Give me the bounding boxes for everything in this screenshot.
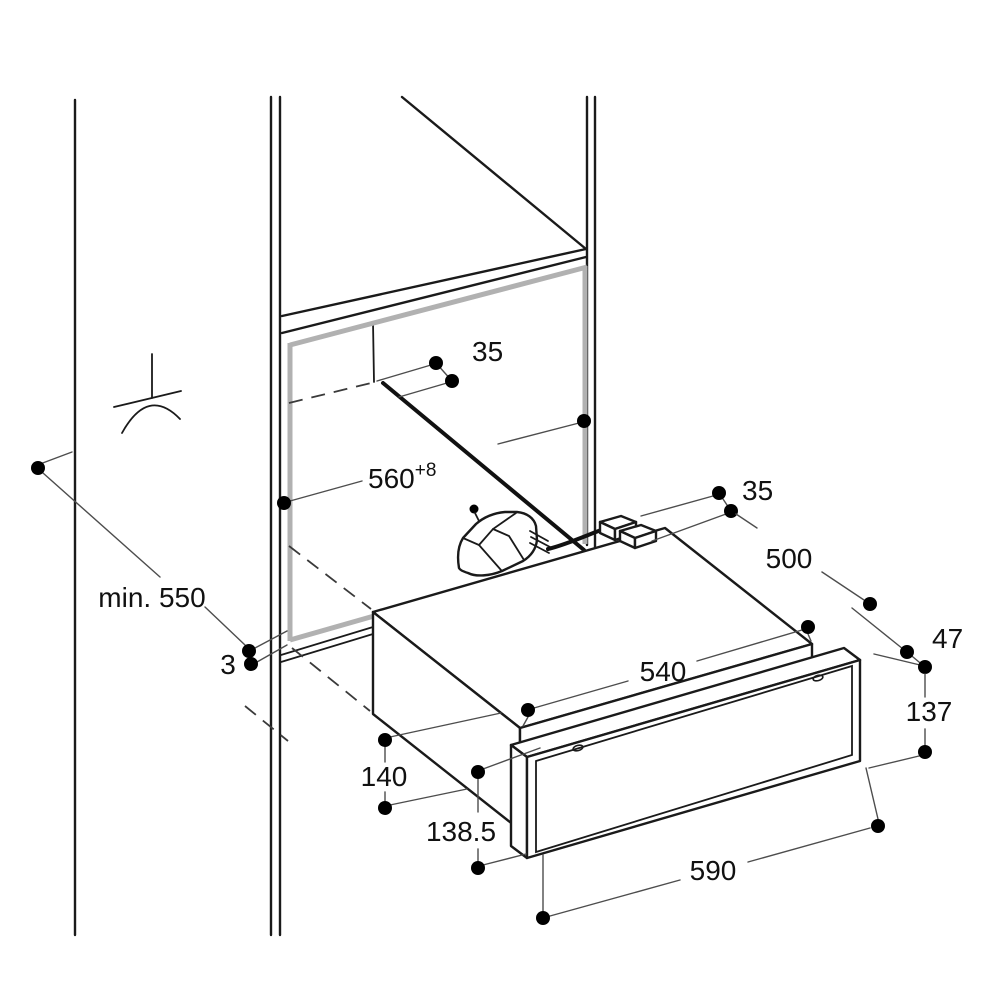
dim-niche-width: 560+8 bbox=[277, 414, 591, 510]
fascia-hole-right bbox=[812, 674, 824, 682]
dim-label-panel-width: 590 bbox=[690, 855, 737, 886]
hidden-edges bbox=[244, 382, 372, 742]
fascia-left-face bbox=[509, 743, 529, 860]
warming-drawer bbox=[371, 526, 862, 860]
dim-panel-height-left: 138.5 bbox=[426, 747, 541, 875]
power-plug-icon bbox=[456, 504, 603, 577]
dim-front-gap: 47 bbox=[851, 607, 963, 674]
fascia-hole-left bbox=[572, 744, 584, 752]
mains-connector bbox=[598, 514, 658, 550]
fascia-front-face bbox=[525, 658, 862, 860]
cabinet-bottom-shelf bbox=[280, 626, 374, 663]
dim-appliance-depth: 500 bbox=[735, 513, 877, 611]
dim-label-panel-height-left: 138.5 bbox=[426, 816, 496, 847]
fascia-inner-frame bbox=[535, 664, 853, 854]
dim-panel-height-right: 137 bbox=[868, 673, 953, 769]
dim-min-cabinet-depth: min. 550 bbox=[31, 451, 246, 646]
equipotential-symbol bbox=[113, 353, 182, 434]
dim-socket-offset-rear: 35 bbox=[376, 336, 503, 398]
dim-panel-width: 590 bbox=[536, 767, 885, 925]
dim-label-panel-height-right: 137 bbox=[906, 696, 953, 727]
dim-body-height: 140 bbox=[361, 712, 502, 815]
dim-label-socket-offset-rear: 35 bbox=[472, 336, 503, 367]
power-cable bbox=[381, 381, 586, 552]
dim-label-body-width: 540 bbox=[640, 656, 687, 687]
dim-label-floor-gap: 3 bbox=[220, 649, 236, 680]
dim-side-offset-right: 35 bbox=[640, 475, 773, 542]
niche-gray-outline bbox=[287, 264, 588, 643]
dim-label-min-cabinet-depth: min. 550 bbox=[98, 582, 205, 613]
dim-label-front-gap: 47 bbox=[932, 623, 963, 654]
dim-body-width: 540 bbox=[521, 620, 815, 727]
dim-label-side-offset-right: 35 bbox=[742, 475, 773, 506]
dim-label-appliance-depth: 500 bbox=[766, 543, 813, 574]
dim-label-niche-width: 560+8 bbox=[368, 460, 436, 494]
dim-label-body-height: 140 bbox=[361, 761, 408, 792]
dim-floor-gap: 3 bbox=[220, 630, 288, 680]
